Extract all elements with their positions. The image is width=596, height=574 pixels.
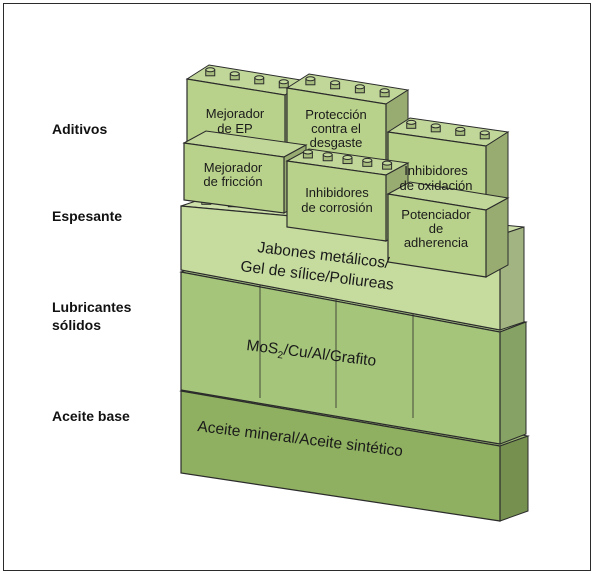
corrosion-inhibitors-brick-stud — [342, 155, 353, 161]
label-aditivos: Aditivos — [52, 121, 108, 137]
base-oil-brick-side — [499, 435, 529, 522]
corrosion-inhibitors-brick-stud — [322, 152, 333, 158]
adhesion-enhancer-text-line: adherencia — [404, 235, 469, 250]
oxidation-inhibitors-brick-stud — [455, 126, 466, 132]
wear-protection-brick-stud — [354, 84, 365, 90]
label-aceite-base: Aceite base — [52, 408, 130, 424]
ep-improver-brick-stud — [205, 67, 216, 73]
friction-improver-text-line: Mejorador — [204, 160, 263, 175]
base-oil-brick-front — [180, 390, 501, 522]
ep-improver-text-line: de EP — [217, 121, 252, 136]
wear-protection-text-line: Protección — [305, 107, 366, 122]
oxidation-inhibitors-text-line: Inhibidores — [404, 163, 468, 178]
oxidation-inhibitors-brick-stud — [406, 119, 417, 125]
ep-improver-brick-stud — [278, 79, 289, 85]
wear-protection-brick-stud — [305, 76, 316, 82]
adhesion-enhancer-text-line: Potenciador — [401, 207, 471, 222]
ep-improver-brick-stud — [229, 71, 240, 77]
corrosion-inhibitors-brick-stud — [362, 157, 373, 163]
ep-improver-text-line: Mejorador — [206, 106, 265, 121]
corrosion-inhibitors-text-line: Inhibidores — [305, 185, 369, 200]
ep-improver-brick-stud — [254, 75, 265, 81]
solid-brick-side — [499, 321, 527, 445]
label-espesante: Espesante — [52, 208, 123, 224]
label-lubricantes-line2: sólidos — [52, 317, 102, 333]
label-lubricantes-solidos: Lubricantes sólidos — [52, 298, 131, 334]
oxidation-inhibitors-brick-stud — [479, 130, 490, 136]
wear-protection-brick-stud — [330, 80, 341, 86]
corrosion-inhibitors-brick-stud — [302, 149, 313, 155]
wear-protection-text-line: contra el — [311, 121, 361, 136]
wear-protection-brick-stud — [379, 88, 390, 94]
corrosion-inhibitors-brick-front — [286, 160, 387, 242]
solid-prefix: MoS — [246, 337, 280, 358]
label-lubricantes-line1: Lubricantes — [52, 299, 132, 315]
corrosion-inhibitors-brick-stud — [382, 160, 393, 166]
oxidation-inhibitors-brick-stud — [430, 123, 441, 129]
oxidation-inhibitors-text-line: de oxidación — [400, 178, 473, 193]
solid-brick-front — [180, 271, 501, 445]
friction-improver-brick-front — [183, 142, 285, 214]
figure-frame — [3, 3, 591, 571]
corrosion-inhibitors-text-line: de corrosión — [301, 200, 373, 215]
adhesion-enhancer-brick-side — [485, 197, 509, 278]
adhesion-enhancer-brick-front — [387, 193, 487, 278]
friction-improver-text-line: de fricción — [203, 174, 262, 189]
solid-subscript: 2 — [277, 350, 284, 362]
adhesion-enhancer-text-line: de — [429, 221, 443, 236]
wear-protection-text-line: desgaste — [310, 135, 363, 150]
